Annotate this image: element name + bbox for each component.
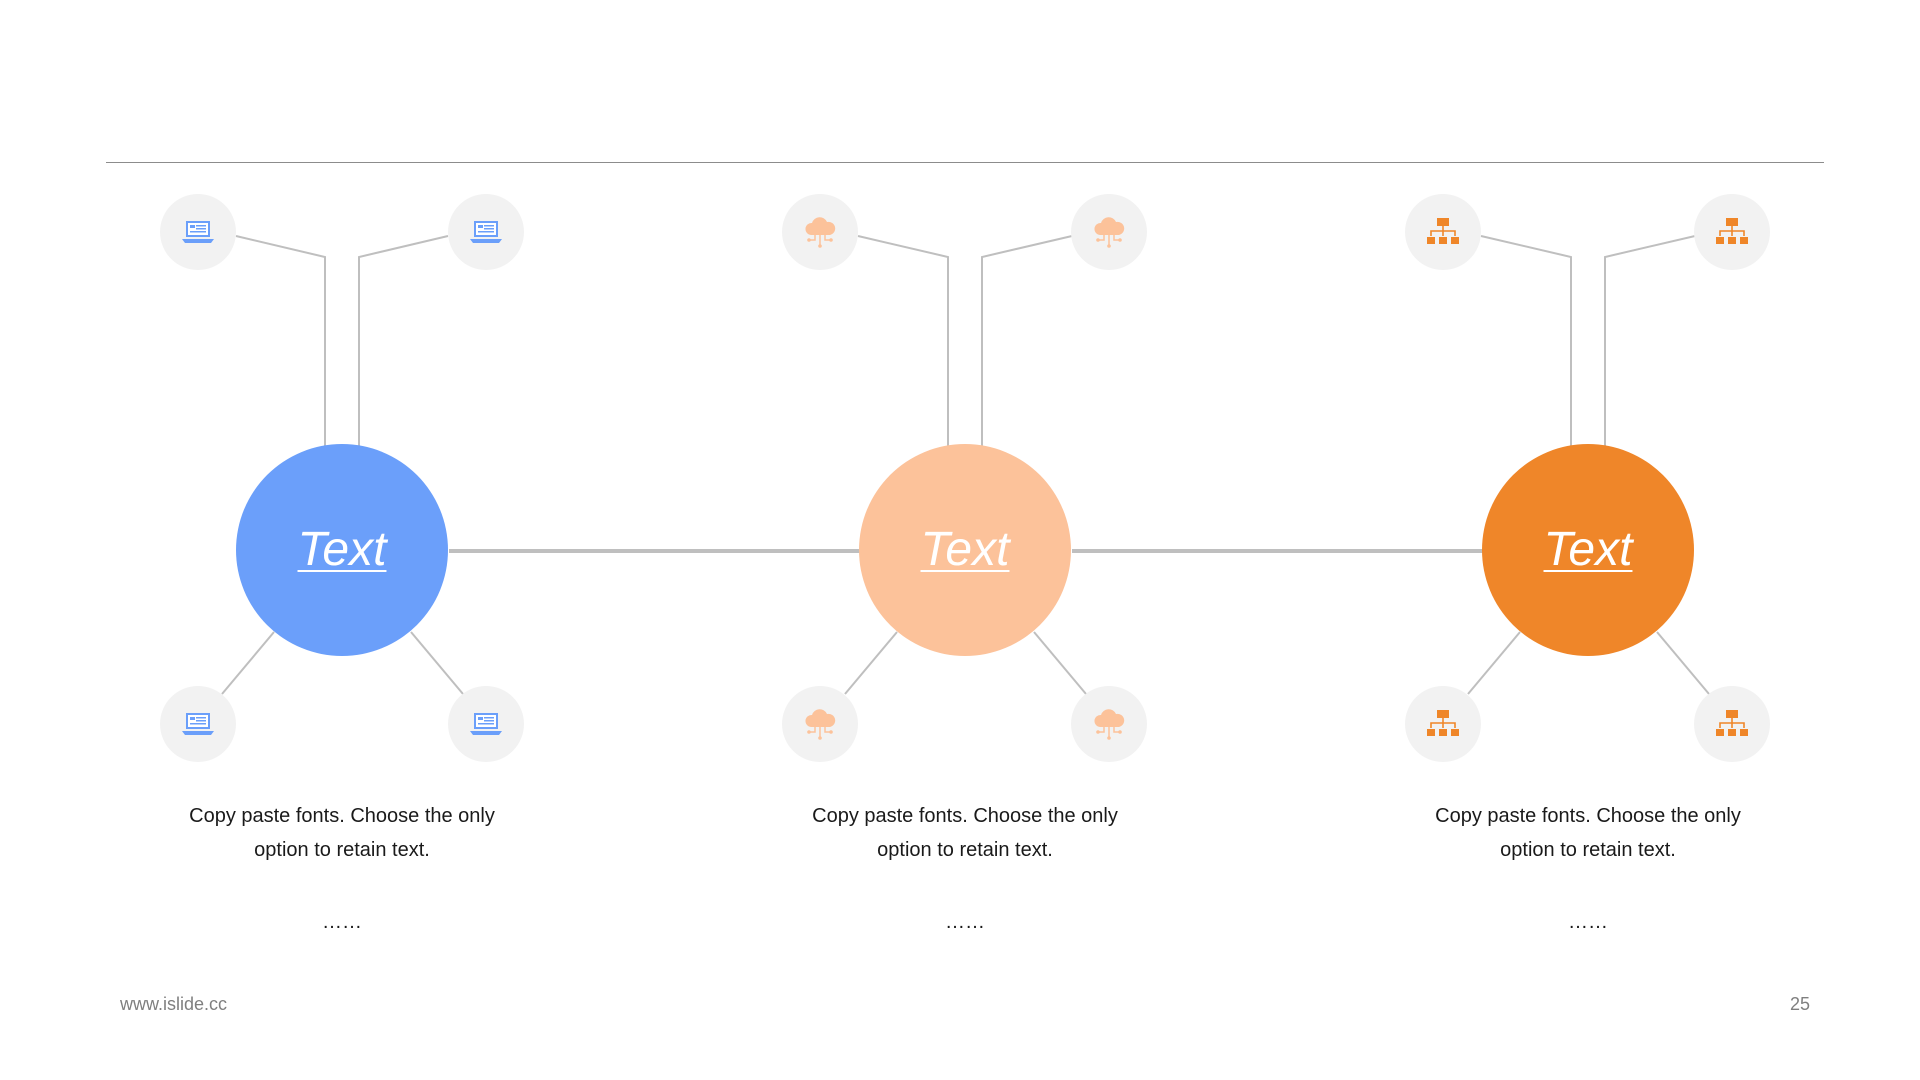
org-chart-icon	[1427, 218, 1459, 244]
icon-node-2-bottom-left	[782, 686, 858, 762]
cloud-network-icon	[805, 217, 836, 248]
connector-g1-top-right	[358, 235, 449, 447]
cloud-network-icon	[805, 709, 836, 740]
hub-circle-3: Text	[1482, 444, 1694, 656]
connector-g2-top-left	[857, 235, 949, 447]
description-line-1: Copy paste fonts. Choose the only	[189, 805, 495, 827]
hub-label: Text	[297, 523, 387, 576]
icon-node-1-bottom-right	[448, 686, 524, 762]
icon-node-2-top-left	[782, 194, 858, 270]
connector-g2-bottom-left	[844, 631, 898, 695]
org-chart-icon	[1716, 218, 1748, 244]
page-number: 25	[1789, 994, 1810, 1014]
connector-g2-top-right	[981, 235, 1073, 447]
ellipsis-2: ……	[945, 911, 985, 933]
connector-g2-bottom-right	[1033, 631, 1087, 695]
description-3: Copy paste fonts. Choose the only option…	[1378, 799, 1798, 867]
description-line-2: option to retain text.	[1500, 839, 1676, 861]
icon-node-3-top-left	[1405, 194, 1481, 270]
icon-node-1-top-left	[160, 194, 236, 270]
cloud-network-icon	[1094, 217, 1125, 248]
connector-g3-bottom-right	[1656, 631, 1710, 695]
hub-label: Text	[1543, 523, 1633, 576]
icon-node-2-bottom-right	[1071, 686, 1147, 762]
connector-g1-bottom-right	[410, 631, 464, 695]
icon-node-3-bottom-right	[1694, 686, 1770, 762]
connector-g3-top-left	[1480, 235, 1572, 447]
laptop-icon	[182, 221, 214, 243]
org-chart-icon	[1427, 710, 1459, 736]
ellipsis-1: ……	[322, 911, 362, 933]
connector-g3-top-right	[1604, 235, 1696, 447]
description-line-2: option to retain text.	[877, 839, 1053, 861]
icon-node-3-top-right	[1694, 194, 1770, 270]
hub-circle-1: Text	[236, 444, 448, 656]
hub-circle-2: Text	[859, 444, 1071, 656]
laptop-icon	[470, 713, 502, 735]
description-line-1: Copy paste fonts. Choose the only	[1435, 805, 1741, 827]
description-line-1: Copy paste fonts. Choose the only	[812, 805, 1118, 827]
hub-label: Text	[920, 523, 1010, 576]
ellipsis-3: ……	[1568, 911, 1608, 933]
cloud-network-icon	[1094, 709, 1125, 740]
org-chart-icon	[1716, 710, 1748, 736]
top-divider	[106, 162, 1824, 163]
description-1: Copy paste fonts. Choose the only option…	[132, 799, 552, 867]
connector-g1-bottom-left	[221, 631, 275, 695]
icon-node-2-top-right	[1071, 194, 1147, 270]
icon-node-3-bottom-left	[1405, 686, 1481, 762]
description-line-2: option to retain text.	[254, 839, 430, 861]
laptop-icon	[182, 713, 214, 735]
icon-node-1-bottom-left	[160, 686, 236, 762]
description-2: Copy paste fonts. Choose the only option…	[755, 799, 1175, 867]
icon-node-1-top-right	[448, 194, 524, 270]
connector-g1-top-left	[235, 235, 326, 447]
laptop-icon	[470, 221, 502, 243]
connector-g3-bottom-left	[1467, 631, 1521, 695]
footer-url: www.islide.cc	[120, 994, 228, 1014]
